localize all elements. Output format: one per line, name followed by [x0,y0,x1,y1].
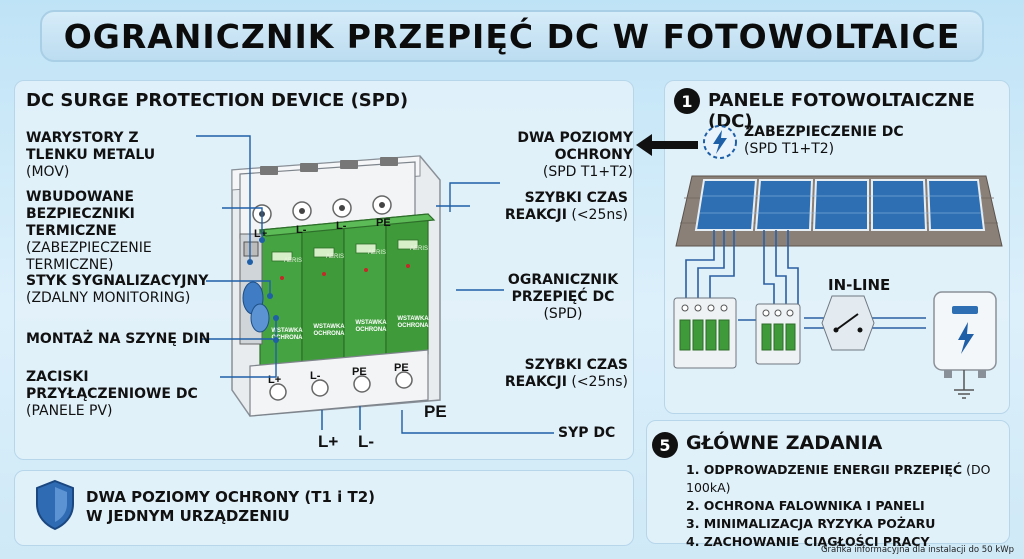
bottom-info-line1: DWA POZIOMY OCHRONY (T1 i T2) [86,488,376,506]
label-fast-reaction-2: SZYBKI CZAS REAKCJI (<25ns) [478,357,628,391]
task-1-normal: (DO 100kA) [686,462,991,495]
label-fast-reaction-1-normal: (<25ns) [571,207,628,223]
label-thermal-fuses-bold: WBUDOWANE BEZPIECZNIKI TERMICZNE [26,189,135,239]
output-pe: PE [424,402,447,421]
top-terminal-2: L- [296,224,307,236]
label-signal-contact-bold: STYK SYGNALIZACYJNY [26,273,209,289]
module-label-4: WSTAWKA OCHRONA [397,316,429,329]
task-3-bold: 3. MINIMALIZACJA RYZYKA POŻARU [686,516,936,531]
module-brand-2: AERIS [326,254,345,260]
spd-device [231,155,441,430]
label-dc-terminals-normal: (PANELE PV) [26,403,113,419]
label-fast-reaction-2-normal: (<25ns) [571,374,628,390]
pv-dc-protection: ZABEZPIECZENIE DC (SPD T1+T2) [744,124,904,158]
label-two-levels-bold: DWA POZIOMY OCHRONY [517,130,633,163]
top-terminal-4: PE [376,217,391,229]
page-title: OGRANICZNIK PRZEPIĘĆ DC W FOTOWOLTAICE [63,16,961,56]
task-item: 2. OCHRONA FALOWNIKA I PANELI [686,497,1006,515]
module-brand-1: AERIS [284,258,303,264]
module-label-1: WSTAWKA OCHRONA [271,328,303,341]
inverter-icon [933,291,997,378]
label-thermal-fuses: WBUDOWANE BEZPIECZNIKI TERMICZNE (ZABEZP… [26,189,216,274]
bottom-info-panel [14,470,634,546]
label-dc-limiter-normal: (SPD) [543,306,583,322]
label-two-levels-normal: (SPD T1+T2) [542,164,633,180]
label-fast-reaction-1-bold: SZYBKI CZAS REAKCJI [504,190,628,223]
label-syp-dc: SYP DC [558,425,628,442]
output-l-minus: L- [358,432,375,451]
pv-badge: 1 [674,88,700,114]
label-dc-limiter: OGRANICZNIK PRZEPIĘĆ DC (SPD) [504,272,622,323]
shield-icon [36,479,74,531]
task-item: 4. ZACHOWANIE CIĄGŁOŚCI PRACY [686,533,1006,551]
title-bar: OGRANICZNIK PRZEPIĘĆ DC W FOTOWOLTAICE [40,10,984,62]
module-brand-3: AERIS [368,250,387,256]
label-din-rail: MONTAŻ NA SZYNĘ DIN [26,331,216,348]
ground-icon [954,370,974,399]
label-syp-dc-bold: SYP DC [558,425,616,441]
pv-system-illustration [673,175,1003,399]
label-fast-reaction-1: SZYBKI CZAS REAKCJI (<25ns) [478,190,628,224]
output-l-plus: L+ [318,432,339,451]
label-fast-reaction-2-bold: SZYBKI CZAS REAKCJI [504,357,628,390]
tasks-badge: 5 [652,432,678,458]
tasks-heading: GŁÓWNE ZADANIA [686,432,883,454]
inline-label: IN-LINE [828,276,891,294]
task-2-bold: 2. OCHRONA FALOWNIKA I PANELI [686,498,925,513]
label-mov-normal: (MOV) [26,164,70,180]
bottom-terminal-4: PE [394,362,409,374]
module-label-2: WSTAWKA OCHRONA [313,324,345,337]
label-signal-contact-normal: (ZDALNY MONITORING) [26,290,191,306]
pv-dc-protection-normal: (SPD T1+T2) [744,141,835,157]
label-dc-terminals: ZACISKI PRZYŁĄCZENIOWE DC (PANELE PV) [26,369,201,420]
label-dc-terminals-bold: ZACISKI PRZYŁĄCZENIOWE DC [26,369,198,402]
credit-text: Grafika informacyjna dla instalacji do 5… [820,545,1014,555]
bottom-terminal-2: L- [310,370,321,382]
label-two-levels: DWA POZIOMY OCHRONY (SPD T1+T2) [448,130,633,181]
bottom-terminal-3: PE [352,366,367,378]
bottom-info-text: DWA POZIOMY OCHRONY (T1 i T2) W JEDNYM U… [86,488,375,526]
tasks-panel [646,420,1010,544]
lightning-icon [703,125,737,159]
label-thermal-fuses-normal: (ZABEZPIECZENIE TERMICZNE) [26,240,152,273]
label-din-rail-bold: MONTAŻ NA SZYNĘ DIN [26,331,211,347]
module-label-3: WSTAWKA OCHRONA [355,320,387,333]
arrow-left-icon [636,134,698,156]
label-signal-contact: STYK SYGNALIZACYJNY (ZDALNY MONITORING) [26,273,216,307]
task-item: 1. ODPROWADZENIE ENERGII PRZEPIĘĆ (DO 10… [686,461,1006,497]
switch-icon [821,295,875,351]
tasks-list: 1. ODPROWADZENIE ENERGII PRZEPIĘĆ (DO 10… [686,461,1006,551]
spd-heading: DC SURGE PROTECTION DEVICE (SPD) [26,90,409,111]
label-mov: WARYSTORY Z TLENKU METALU (MOV) [26,130,201,181]
bottom-info-line2: W JEDNYM URZĄDZENIU [86,507,290,525]
label-mov-bold: WARYSTORY Z TLENKU METALU [26,130,156,163]
task-1-bold: 1. ODPROWADZENIE ENERGII PRZEPIĘĆ [686,462,963,477]
pv-dc-protection-bold: ZABEZPIECZENIE DC [744,124,904,140]
solar-panel-icon [694,179,986,231]
label-dc-limiter-bold: OGRANICZNIK PRZEPIĘĆ DC [507,272,619,305]
top-terminal-3: L- [336,220,347,232]
task-item: 3. MINIMALIZACJA RYZYKA POŻARU [686,515,1006,533]
top-terminal-1: L+ [254,228,268,240]
module-brand-4: AERIS [410,246,429,252]
task-4-bold: 4. ZACHOWANIE CIĄGŁOŚCI PRACY [686,534,930,549]
